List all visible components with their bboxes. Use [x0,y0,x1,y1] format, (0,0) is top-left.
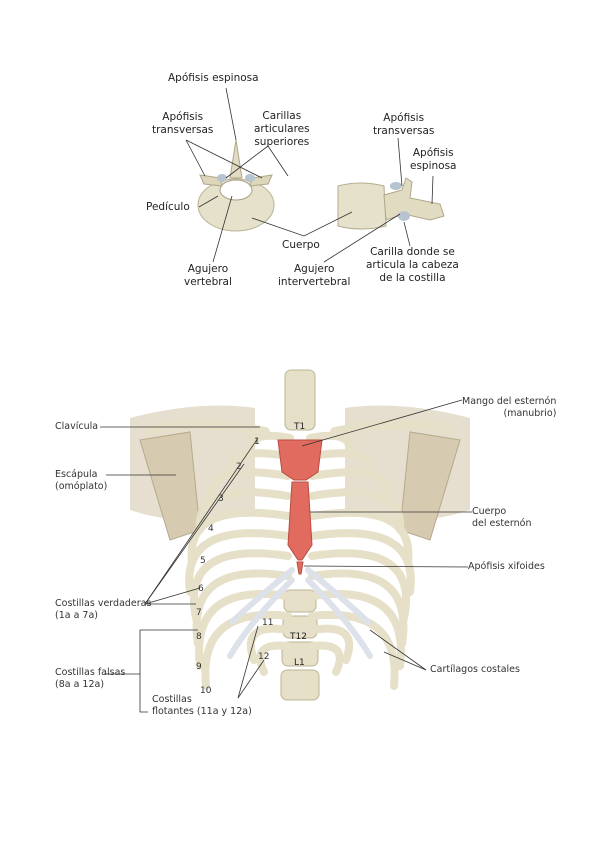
vertebra-lateral-view [337,177,445,230]
manubrium [277,439,323,481]
vertebra-tag-t12: T12 [290,632,307,642]
rib-number: 10 [200,686,212,696]
rib-number: 11 [262,618,274,628]
sternum-body [287,481,313,561]
vertebra-illustration [185,87,445,263]
rib-number: 9 [196,662,202,672]
label-apofisis-transversas-left: Apófisis transversas [152,111,214,136]
vertebra-tag-l1: L1 [294,658,305,668]
label-cartilagos-costales: Cartílagos costales [430,664,520,675]
left-clavicle [145,419,270,437]
vertebra-figure: Apófisis espinosa Apófisis transversas C… [0,0,599,330]
label-apofisis-transversas-right: Apófisis transversas [373,112,435,137]
label-escapula: Escápula (omóplato) [55,469,108,492]
label-carilla-cabeza-costilla: Carilla donde se articula la cabeza de l… [366,246,459,284]
rib-number: 3 [218,494,224,504]
right-clavicle [330,419,455,437]
thorax-illustration [100,369,472,713]
rib-number: 2 [236,462,242,472]
label-apofisis-xifoides: Apófisis xifoides [468,561,545,572]
vertebra-superior-view [197,139,275,232]
rib-number: 12 [258,652,270,662]
label-pediculo: Pedículo [146,201,190,213]
label-clavicula: Clavícula [55,421,99,432]
label-apofisis-espinosa-right: Apófisis espinosa [410,147,457,172]
label-agujero-intervertebral: Agujero intervertebral [278,263,351,288]
rib-number: 4 [208,524,214,534]
thorax-figure: 1 2 3 4 5 6 7 8 9 10 11 12 T1 T12 L1 Cla… [0,360,599,740]
label-mango-esternon: Mango del esternón (manubrio) [462,396,557,419]
label-cuerpo: Cuerpo [282,239,320,251]
rib-number: 5 [200,556,206,566]
label-carillas-articulares: Carillas articulares superiores [254,110,310,148]
rib-number: 7 [196,608,202,618]
sternum [277,439,323,575]
label-costillas-verdaderas: Costillas verdaderas (1a a 7a) [55,598,152,621]
vertebra-tag-t1: T1 [294,422,306,432]
rib-number: 6 [198,584,204,594]
label-cuerpo-esternon: Cuerpo del esternón [472,506,532,529]
label-costillas-falsas: Costillas falsas (8a a 12a) [55,667,126,690]
label-agujero-vertebral: Agujero vertebral [184,263,232,288]
costal-cartilages [227,567,373,659]
rib-number: 8 [196,632,202,642]
left-ribs [185,431,294,690]
label-costillas-flotantes: Costillas flotantes (11a y 12a) [152,694,252,717]
rib-number: 1 [254,437,260,447]
label-apofisis-espinosa-top: Apófisis espinosa [168,72,259,84]
xiphoid-process [296,561,304,575]
